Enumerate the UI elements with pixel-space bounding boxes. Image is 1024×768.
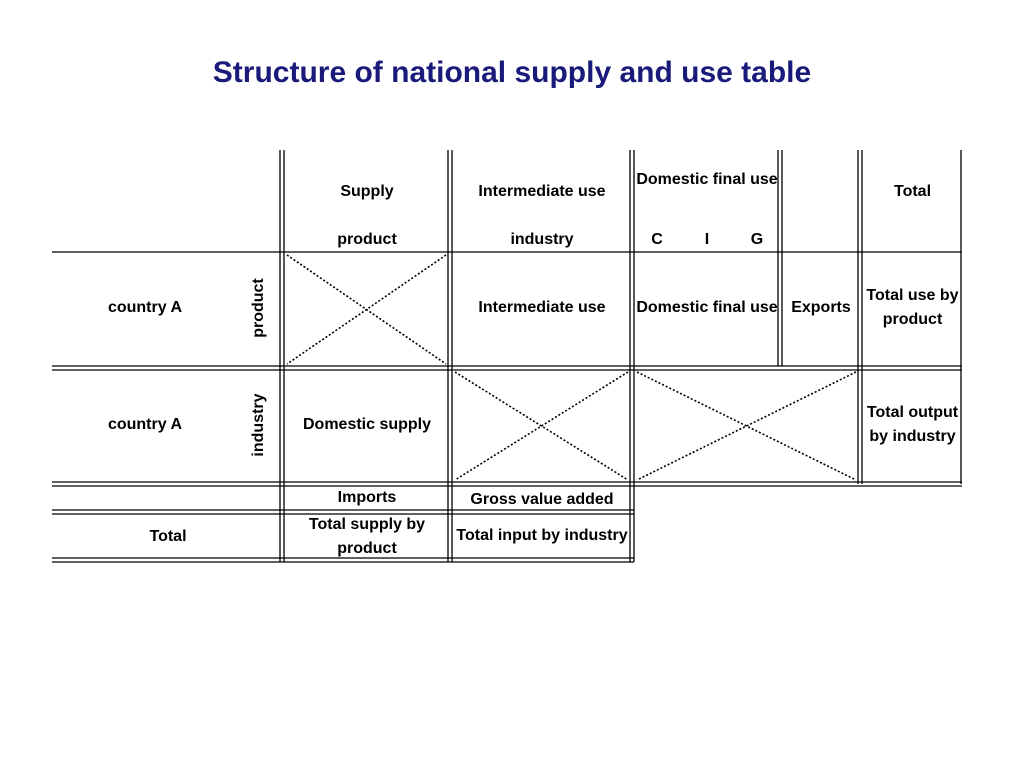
row-total-supply: Total supply by product (308, 516, 426, 557)
header-supply: Supply (340, 183, 394, 200)
row-product-label: product (250, 278, 267, 338)
row-imports: Imports (337, 489, 397, 506)
row-industry-domestic-supply: Domestic supply (302, 416, 432, 433)
row-industry-label: industry (250, 393, 267, 457)
row-gross-value-added: Gross value added (470, 491, 614, 508)
row-product-country: country A (107, 299, 183, 316)
row-product-final: Domestic final use (636, 299, 778, 316)
row-product-total: Total use by product (866, 287, 959, 328)
header-final-g: G (750, 231, 764, 248)
header-intermediate: Intermediate use (478, 183, 606, 200)
header-domestic-final-use: Domestic final use (636, 171, 778, 188)
row-product-intermediate: Intermediate use (478, 299, 606, 316)
row-total-label: Total (149, 528, 187, 545)
header-final-i: I (704, 231, 710, 248)
row-total-input: Total input by industry (456, 527, 628, 544)
page-title: Structure of national supply and use tab… (212, 56, 812, 89)
row-industry-country: country A (107, 416, 183, 433)
header-total: Total (893, 183, 932, 200)
header-final-c: C (651, 231, 663, 248)
header-intermediate-sub: industry (510, 231, 574, 248)
empty-cell-crosses (286, 254, 857, 481)
row-product-exports: Exports (791, 299, 851, 316)
row-industry-total: Total output by industry (866, 404, 959, 445)
header-supply-sub: product (337, 231, 397, 248)
